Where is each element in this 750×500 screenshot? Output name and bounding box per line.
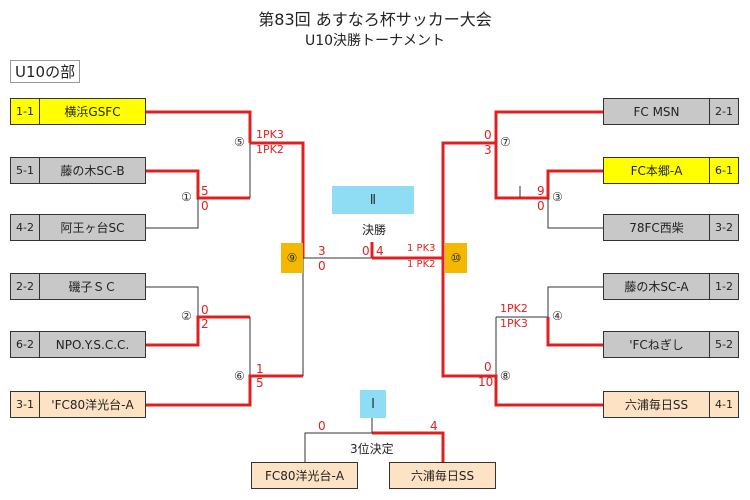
match-number-1: ① bbox=[181, 190, 192, 204]
match-number-8: ⑧ bbox=[500, 369, 511, 383]
page-subtitle: U10決勝トーナメント bbox=[304, 33, 446, 49]
team-code: 4-1 bbox=[709, 392, 738, 417]
team-left-5: 6-2 NPO.Y.S.C.C. bbox=[10, 331, 146, 358]
team-name: 'FCねぎし bbox=[629, 338, 684, 352]
pk-final-bottom: 1 PK2 bbox=[407, 259, 436, 270]
match-number-5: ⑤ bbox=[234, 135, 245, 149]
third-team-left: FC80洋光台-A bbox=[251, 462, 358, 489]
team-name: 'FC80洋光台-A bbox=[51, 398, 134, 412]
team-name: 阿王ヶ台SC bbox=[60, 221, 125, 235]
final-court: Ⅱ bbox=[332, 186, 414, 214]
team-code: 1-2 bbox=[709, 274, 738, 299]
match-number-4: ④ bbox=[552, 309, 563, 323]
team-code: 3-1 bbox=[11, 392, 40, 417]
team-right-2: FC本郷-A 6-1 bbox=[603, 157, 739, 184]
team-right-1: FC MSN 2-1 bbox=[603, 98, 739, 125]
match-number-7: ⑦ bbox=[500, 135, 511, 149]
pk-m4-bottom: 1PK3 bbox=[500, 317, 528, 330]
team-code: 6-2 bbox=[11, 332, 40, 357]
score-m3-top: 9 bbox=[537, 184, 545, 198]
score-m1-top: 5 bbox=[201, 184, 209, 198]
line-r6 bbox=[441, 258, 603, 407]
line-l2 bbox=[145, 169, 250, 200]
pk-final-top: 1 PK3 bbox=[407, 243, 436, 254]
team-code: 2-1 bbox=[709, 99, 738, 124]
pk-m5-top: 1PK3 bbox=[256, 128, 284, 141]
team-right-3: 78FC西柴 3-2 bbox=[603, 214, 739, 241]
line-r3 bbox=[547, 198, 603, 229]
team-name: FC MSN bbox=[633, 104, 680, 119]
line-l5 bbox=[145, 315, 250, 347]
team-name: 藤の木SC-B bbox=[60, 164, 125, 178]
team-name: 六浦毎日SS bbox=[410, 469, 475, 483]
final-label: 決勝 bbox=[362, 223, 387, 237]
line-3rd-right bbox=[372, 431, 445, 462]
line-3rd-left bbox=[304, 432, 372, 462]
team-name: FC本郷-A bbox=[630, 164, 683, 178]
score-m6-bottom: 5 bbox=[256, 376, 264, 390]
team-code: 2-2 bbox=[11, 274, 40, 299]
score-m1-bottom: 0 bbox=[201, 199, 209, 213]
third-court: Ⅰ bbox=[360, 390, 386, 418]
team-right-4: 藤の木SC-A 1-2 bbox=[603, 273, 739, 300]
third-label: 3位決定 bbox=[350, 442, 394, 456]
division-label: U10の部 bbox=[10, 60, 81, 83]
team-left-1: 1-1 横浜GSFC bbox=[10, 98, 146, 125]
score-m9-bottom: 0 bbox=[318, 259, 326, 273]
score-m7-bottom: 3 bbox=[484, 143, 492, 157]
team-name: NPO.Y.S.C.C. bbox=[55, 337, 130, 352]
team-left-6: 3-1 'FC80洋光台-A bbox=[10, 391, 146, 418]
page-title: 第83回 あすなろ杯サッカー大会 bbox=[258, 10, 492, 29]
line-r5 bbox=[546, 317, 603, 347]
team-left-4: 2-2 磯子ＳＣ bbox=[10, 273, 146, 300]
line-r2 bbox=[494, 143, 603, 200]
line-r1 bbox=[441, 110, 603, 258]
score-m3-bottom: 0 bbox=[537, 199, 545, 213]
score-m2-top: 0 bbox=[201, 303, 209, 317]
team-code: 5-1 bbox=[11, 158, 40, 183]
team-left-2: 5-1 藤の木SC-B bbox=[10, 157, 146, 184]
team-right-5: 'FCねぎし 5-2 bbox=[603, 331, 739, 358]
team-name: 磯子ＳＣ bbox=[68, 280, 117, 294]
match-number-6: ⑥ bbox=[234, 369, 245, 383]
score-third-left: 0 bbox=[318, 419, 326, 433]
line-l6 bbox=[145, 374, 303, 407]
score-m9-top: 3 bbox=[318, 244, 326, 258]
score-m6-top: 1 bbox=[256, 362, 264, 376]
score-m7-top: 0 bbox=[484, 128, 492, 142]
team-name: 藤の木SC-A bbox=[624, 280, 689, 294]
team-code: 5-2 bbox=[709, 332, 738, 357]
team-left-3: 4-2 阿王ヶ台SC bbox=[10, 214, 146, 241]
match-badge-10: ⑩ bbox=[445, 243, 467, 273]
team-name: 六浦毎日SS bbox=[624, 398, 689, 412]
score-final-left: 0 bbox=[362, 244, 370, 258]
score-m8-top: 0 bbox=[484, 360, 492, 374]
line-l1 bbox=[145, 110, 252, 143]
team-code: 1-1 bbox=[11, 99, 40, 124]
score-m8-bottom: 10 bbox=[478, 375, 494, 389]
pk-m5-bottom: 1PK2 bbox=[256, 143, 284, 156]
line-m5win bbox=[250, 141, 305, 258]
third-team-right: 六浦毎日SS bbox=[389, 462, 496, 489]
score-final-right: 4 bbox=[376, 244, 384, 258]
score-third-right: 4 bbox=[430, 419, 438, 433]
team-right-6: 六浦毎日SS 4-1 bbox=[603, 391, 739, 418]
team-code: 3-2 bbox=[709, 215, 738, 240]
team-code: 4-2 bbox=[11, 215, 40, 240]
team-name: 78FC西柴 bbox=[629, 221, 684, 235]
team-name: FC80洋光台-A bbox=[264, 469, 345, 483]
line-r4 bbox=[496, 286, 603, 318]
match-badge-9: ⑨ bbox=[281, 243, 303, 273]
match-number-3: ③ bbox=[552, 190, 563, 204]
line-l3 bbox=[145, 198, 199, 229]
pk-m4-top: 1PK2 bbox=[500, 302, 528, 315]
score-m2-bottom: 2 bbox=[201, 317, 209, 331]
team-name: 横浜GSFC bbox=[64, 105, 121, 119]
team-code: 6-1 bbox=[709, 158, 738, 183]
match-number-2: ② bbox=[181, 309, 192, 323]
line-l4 bbox=[145, 286, 199, 317]
